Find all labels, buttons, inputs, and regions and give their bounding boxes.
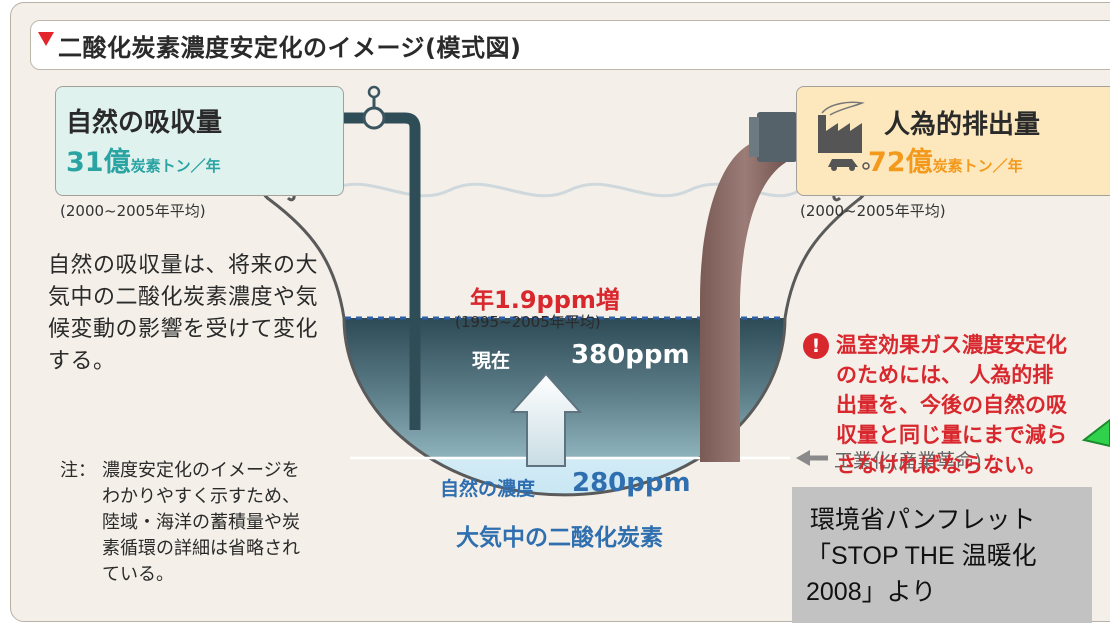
natural-absorption-period: (2000~2005年平均) [60,202,206,220]
note-line: 濃度安定化のイメージを [102,460,300,481]
human-emissions-period: (2000~2005年平均) [800,202,946,220]
factory-car-icon [818,101,870,171]
emission-pipe [700,112,797,462]
human-emissions-number: 72億 [868,147,933,178]
increase-arrow-icon [509,372,583,467]
increase-label: 年1.9ppm増 [470,286,620,314]
title-bar [30,20,1110,70]
note-line: ている。 [102,564,174,585]
absorption-description: 自然の吸収量は、将来の大気中の二酸化炭素濃度や気候変動の影響を受けて変化する。 [48,253,319,374]
warning-line: のためには、 人為的排 [836,363,1054,387]
increase-period: (1995~2005年平均) [455,313,601,331]
warning-line: さなければならない。 [836,453,1046,477]
warning-line: 出量を、今後の自然の吸 [836,393,1067,417]
atmosphere-label: 大気中の二酸化炭素 [456,525,663,551]
warning-line: 収量と同じ量にまで減ら [836,423,1067,447]
diagram-title: 二酸化炭素濃度安定化のイメージ(模式図) [58,34,522,62]
human-emissions-label: 人為的排出量 [884,110,1041,140]
human-emissions-unit: 炭素トン／年 [932,157,1023,175]
natural-absorption-box [55,86,344,196]
natural-absorption-value: 31億炭素トン／年 [66,140,221,179]
source-line: 環境省パンフレット [810,506,1036,534]
current-value: 380ppm [571,340,690,370]
source-line: 「STOP THE 温暖化 [806,542,1037,570]
industrialization-arrow-icon [796,450,828,466]
industrialization-label: 工業化(産業革命) [834,450,982,472]
source-caption-box: 環境省パンフレット 「STOP THE 温暖化 2008」より [792,487,1092,623]
warning-line: 温室効果ガス濃度安定化 [836,333,1067,357]
note-line: わかりやすく示すため、 [102,486,300,507]
natural-absorption-unit: 炭素トン／年 [130,157,221,175]
note-prefix: 注： [60,460,96,481]
title-triangle-icon [38,32,54,46]
human-emissions-value: 72億炭素トン／年 [868,140,1023,179]
current-label: 現在 [472,350,511,372]
natural-absorption-label: 自然の吸収量 [66,108,223,138]
warning-icon: ! [803,333,829,359]
note-line: 陸域・海洋の蓄積量や炭 [102,512,300,533]
natural-concentration-label: 自然の濃度 [440,478,536,500]
source-line: 2008」より [806,578,937,606]
note-line: 素循環の詳細は省略され [102,538,300,559]
natural-absorption-number: 31億 [66,147,131,178]
warning-icon-glyph: ! [811,335,821,357]
natural-concentration-value: 280ppm [572,468,691,498]
